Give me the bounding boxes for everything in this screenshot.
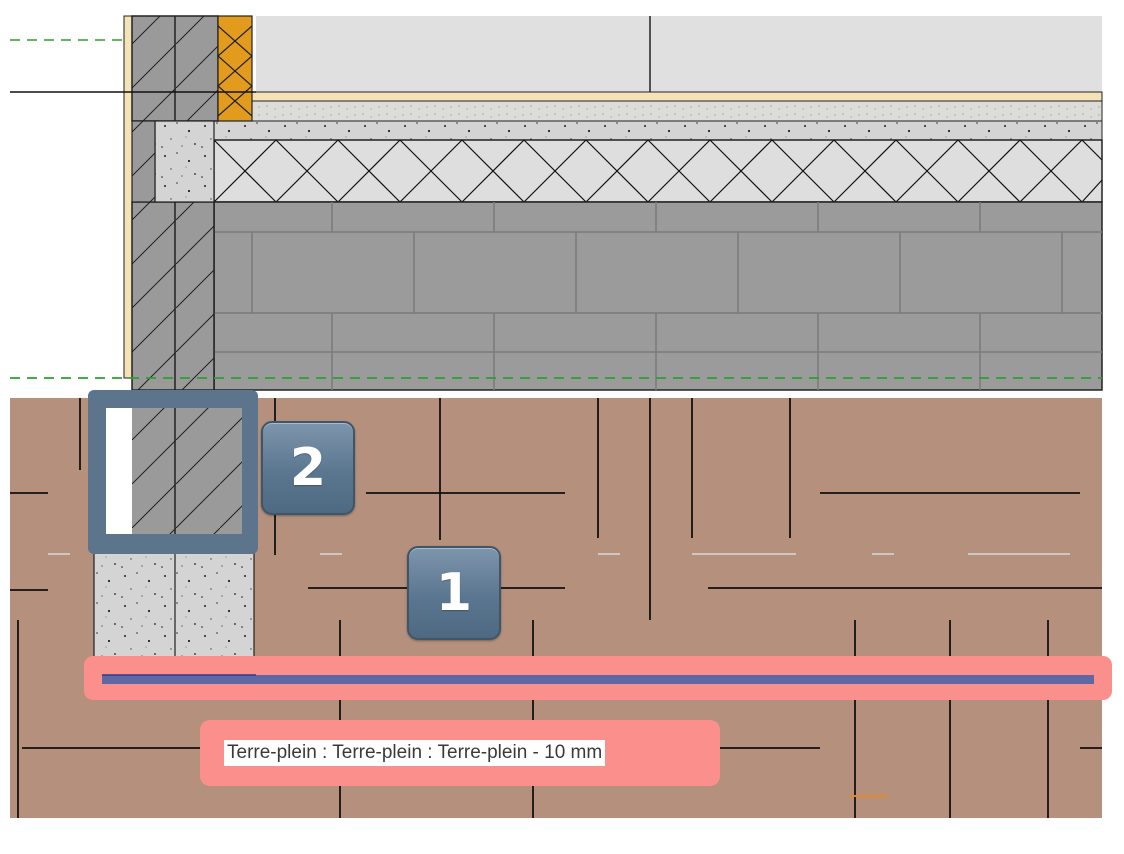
callout-marker-1-label: 1	[435, 563, 473, 623]
wall-base-selection-frame[interactable]	[88, 390, 258, 554]
concrete-slab-edge	[129, 120, 1103, 141]
room-interior	[256, 16, 1102, 92]
masonry-blockwork	[213, 201, 1103, 391]
floor-finish-band	[217, 91, 1103, 102]
exterior-wall-section	[123, 15, 219, 391]
wall-insulation	[217, 15, 253, 122]
callout-marker-2: 2	[261, 421, 355, 515]
screed-layer	[217, 100, 1103, 122]
callout-marker-2-label: 2	[289, 438, 327, 498]
element-tooltip: Terre-plein : Terre-plein : Terre-plein …	[224, 740, 606, 766]
callout-marker-1: 1	[407, 546, 501, 640]
selected-terre-plein-element[interactable]	[84, 656, 1112, 700]
underfloor-insulation	[213, 139, 1103, 203]
